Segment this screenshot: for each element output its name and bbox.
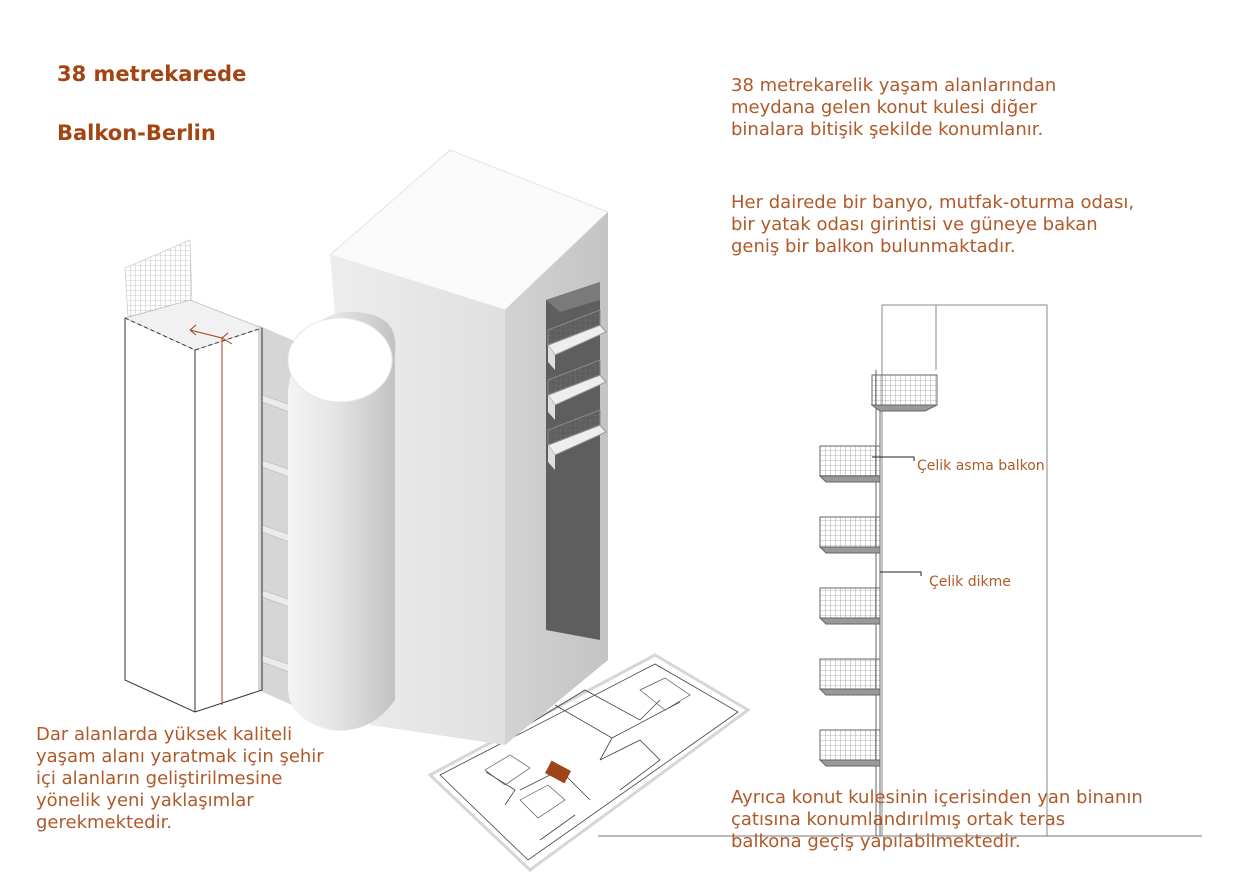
site-plan: [427, 653, 751, 872]
page-title: 38 metrekarede: [57, 62, 247, 86]
intro-paragraph: 38 metrekarelik yaşam alanlarından meyda…: [731, 75, 1057, 140]
approach-paragraph: Dar alanlarda yüksek kaliteli yaşam alan…: [36, 724, 324, 833]
axonometric-balconies: [547, 309, 607, 470]
page-subtitle: Balkon-Berlin: [57, 121, 216, 145]
site-marker: [545, 760, 571, 784]
wireframe-block: [123, 239, 264, 713]
tower-axonometric: [258, 149, 609, 745]
terrace-paragraph: Ayrıca konut kulesinin içerisinden yan b…: [731, 787, 1143, 852]
label-steel-post: Çelik dikme: [929, 574, 1011, 590]
section-drawing: [598, 304, 1202, 837]
label-hanging-balcony: Çelik asma balkon: [917, 458, 1045, 474]
features-paragraph: Her dairede bir banyo, mutfak-oturma oda…: [731, 192, 1135, 257]
